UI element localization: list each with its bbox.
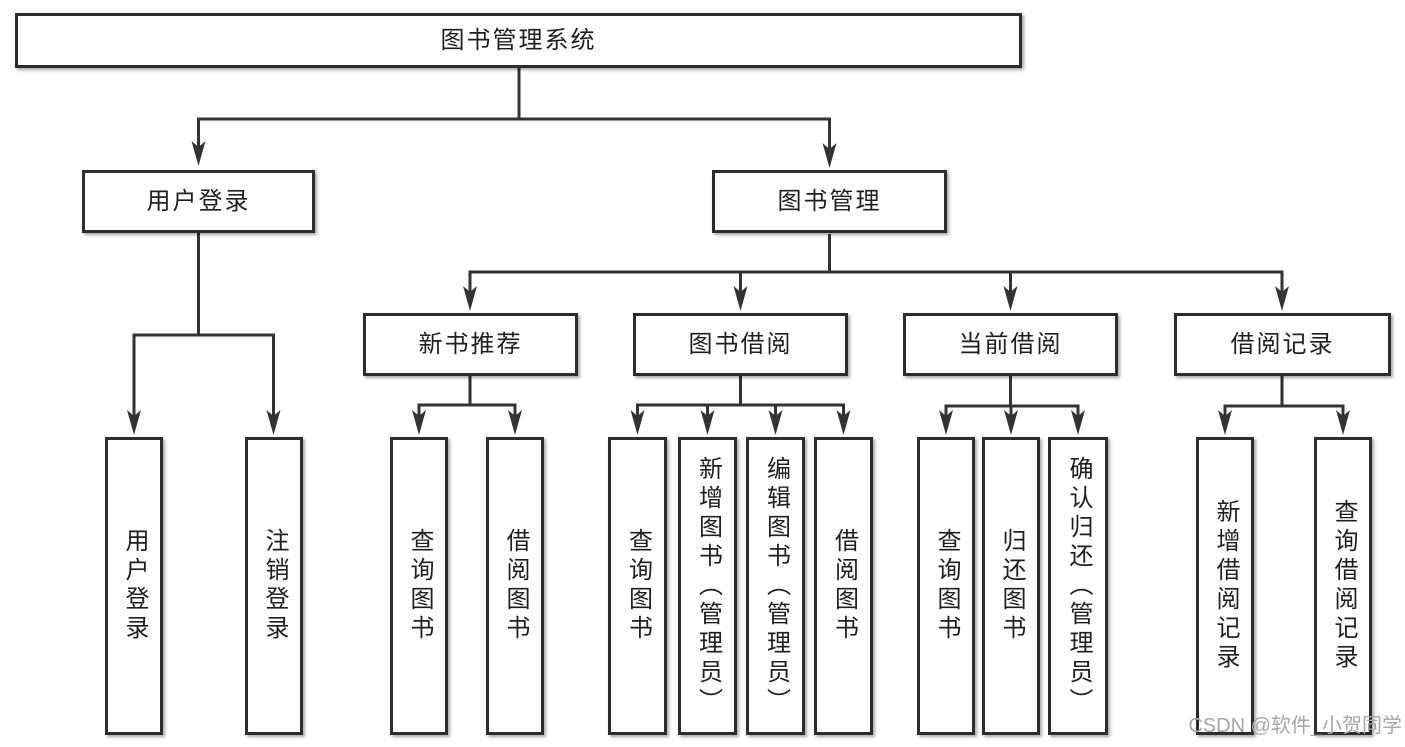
leaf-label: 新增借阅记录 [1212, 499, 1239, 673]
node-root: 图书管理系统 [15, 13, 1022, 68]
csdn-watermark: CSDN @软件_小贺同学 [1188, 715, 1402, 737]
leaf-label: 归还图书 [998, 528, 1025, 644]
node-book-borrow: 图书借阅 [633, 313, 848, 376]
leaf-query-books-recommend: 查询图书 [390, 437, 448, 735]
leaf-query-books-borrow: 查询图书 [608, 437, 667, 735]
node-book-borrow-label: 图书借阅 [688, 330, 793, 358]
node-root-label: 图书管理系统 [440, 26, 597, 54]
leaf-label: 借阅图书 [502, 528, 529, 644]
leaf-label: 编辑图书（管理员） [762, 455, 790, 717]
leaf-borrow-books: 借阅图书 [814, 437, 873, 735]
node-borrow-records: 借阅记录 [1174, 313, 1391, 376]
node-user-login: 用户登录 [82, 170, 315, 233]
node-book-management-label: 图书管理 [777, 187, 882, 215]
leaf-logout: 注销登录 [245, 437, 303, 735]
leaf-query-books-current: 查询图书 [917, 437, 975, 735]
leaf-label: 借阅图书 [830, 528, 858, 644]
leaf-label: 用户登录 [121, 528, 148, 644]
leaf-label: 注销登录 [261, 528, 288, 644]
leaf-return-books: 归还图书 [982, 437, 1040, 735]
leaf-add-books-admin: 新增图书（管理员） [678, 437, 737, 735]
leaf-edit-books-admin: 编辑图书（管理员） [746, 437, 805, 735]
node-book-management: 图书管理 [712, 170, 947, 233]
leaf-confirm-return-admin: 确认归还（管理员） [1048, 437, 1108, 735]
leaf-label: 确认归还（管理员） [1065, 455, 1092, 717]
leaf-label: 查询图书 [933, 528, 960, 644]
leaf-label: 查询图书 [406, 528, 433, 644]
node-user-login-label: 用户登录 [146, 187, 251, 215]
leaf-user-login: 用户登录 [105, 437, 163, 735]
leaf-query-borrow-record: 查询借阅记录 [1314, 437, 1372, 735]
node-borrow-records-label: 借阅记录 [1230, 330, 1335, 358]
leaf-add-borrow-record: 新增借阅记录 [1196, 437, 1254, 735]
node-new-book-recommend-label: 新书推荐 [418, 330, 523, 358]
leaf-label: 新增图书（管理员） [694, 455, 722, 717]
leaf-label: 查询借阅记录 [1330, 499, 1357, 673]
node-current-borrow: 当前借阅 [903, 313, 1118, 376]
node-new-book-recommend: 新书推荐 [363, 313, 578, 376]
node-current-borrow-label: 当前借阅 [958, 330, 1063, 358]
leaf-label: 查询图书 [624, 528, 652, 644]
leaf-borrow-books-recommend: 借阅图书 [486, 437, 544, 735]
